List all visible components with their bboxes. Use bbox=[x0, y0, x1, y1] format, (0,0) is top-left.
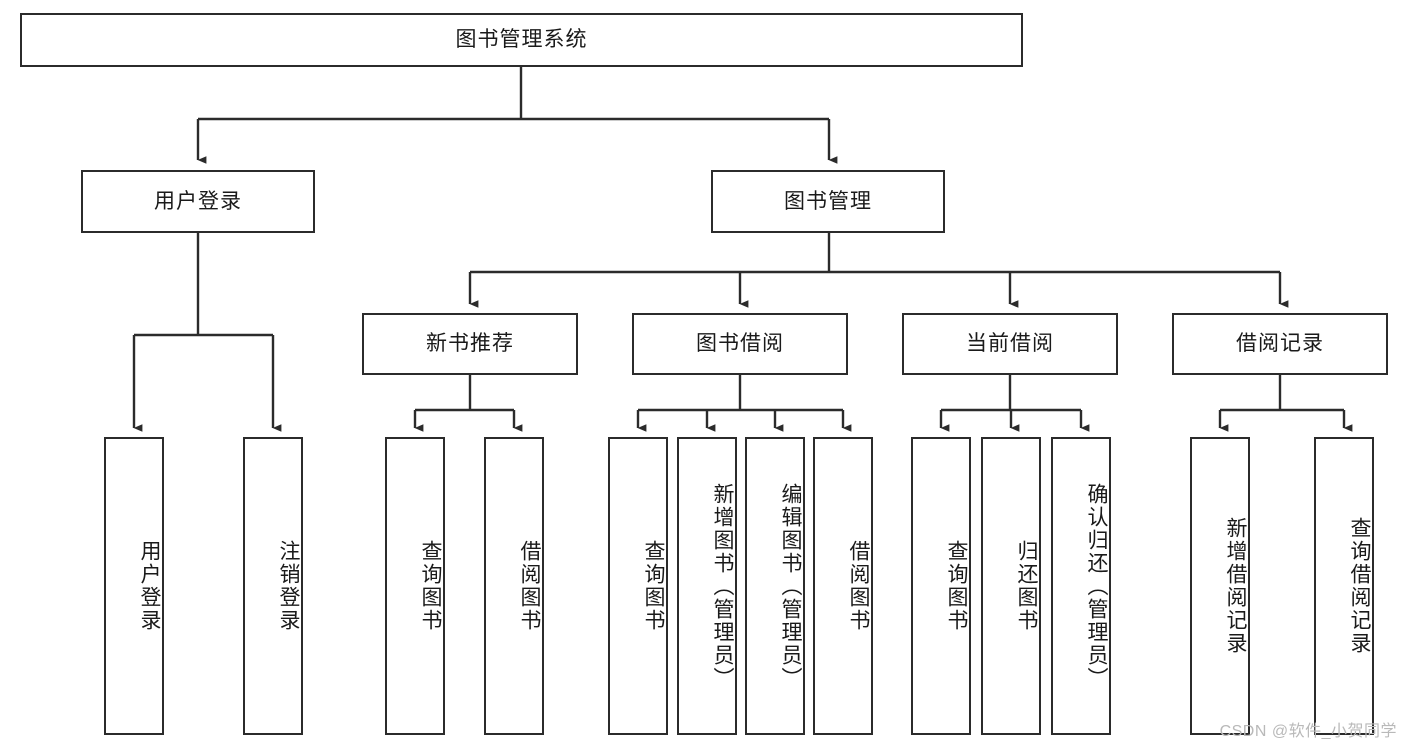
leaf-user-login[interactable]: 用户登录 bbox=[104, 437, 164, 735]
leaf-borrow-lend[interactable]: 借阅图书 bbox=[813, 437, 873, 735]
node-book-manage-label: 图书管理 bbox=[784, 189, 872, 213]
node-new-book-rec[interactable]: 新书推荐 bbox=[362, 313, 578, 375]
node-current-borrow[interactable]: 当前借阅 bbox=[902, 313, 1118, 375]
leaf-borrow-query-label: 查询图书 bbox=[642, 540, 665, 632]
leaf-user-logout[interactable]: 注销登录 bbox=[243, 437, 303, 735]
leaf-borrow-add-label: 新增图书（管理员） bbox=[711, 482, 734, 690]
leaf-current-query-label: 查询图书 bbox=[945, 540, 968, 632]
leaf-record-add[interactable]: 新增借阅记录 bbox=[1190, 437, 1250, 735]
leaf-current-confirm-label: 确认归还（管理员） bbox=[1085, 482, 1108, 690]
leaf-borrow-lend-label: 借阅图书 bbox=[847, 540, 870, 632]
leaf-user-logout-label: 注销登录 bbox=[277, 540, 300, 632]
leaf-user-login-label: 用户登录 bbox=[138, 540, 161, 632]
node-book-manage[interactable]: 图书管理 bbox=[711, 170, 945, 233]
node-book-borrow-label: 图书借阅 bbox=[696, 332, 784, 356]
node-book-borrow[interactable]: 图书借阅 bbox=[632, 313, 848, 375]
leaf-rec-query[interactable]: 查询图书 bbox=[385, 437, 445, 735]
node-borrow-record-label: 借阅记录 bbox=[1236, 332, 1324, 356]
leaf-current-confirm[interactable]: 确认归还（管理员） bbox=[1051, 437, 1111, 735]
leaf-current-return-label: 归还图书 bbox=[1015, 540, 1038, 632]
leaf-rec-query-label: 查询图书 bbox=[419, 540, 442, 632]
leaf-borrow-edit[interactable]: 编辑图书（管理员） bbox=[745, 437, 805, 735]
leaf-record-query-label: 查询借阅记录 bbox=[1348, 517, 1371, 655]
leaf-borrow-add[interactable]: 新增图书（管理员） bbox=[677, 437, 737, 735]
leaf-current-query[interactable]: 查询图书 bbox=[911, 437, 971, 735]
leaf-borrow-query[interactable]: 查询图书 bbox=[608, 437, 668, 735]
leaf-rec-borrow[interactable]: 借阅图书 bbox=[484, 437, 544, 735]
leaf-borrow-edit-label: 编辑图书（管理员） bbox=[779, 482, 802, 690]
watermark: CSDN @软件_小贺同学 bbox=[1219, 723, 1397, 740]
node-user-login[interactable]: 用户登录 bbox=[81, 170, 315, 233]
leaf-current-return[interactable]: 归还图书 bbox=[981, 437, 1041, 735]
node-root-label: 图书管理系统 bbox=[455, 28, 588, 52]
node-current-borrow-label: 当前借阅 bbox=[966, 332, 1054, 356]
leaf-record-query[interactable]: 查询借阅记录 bbox=[1314, 437, 1374, 735]
leaf-rec-borrow-label: 借阅图书 bbox=[518, 540, 541, 632]
node-borrow-record[interactable]: 借阅记录 bbox=[1172, 313, 1388, 375]
node-user-login-label: 用户登录 bbox=[154, 189, 242, 213]
node-new-book-rec-label: 新书推荐 bbox=[426, 332, 514, 356]
node-root[interactable]: 图书管理系统 bbox=[20, 13, 1023, 67]
leaf-record-add-label: 新增借阅记录 bbox=[1224, 517, 1247, 655]
